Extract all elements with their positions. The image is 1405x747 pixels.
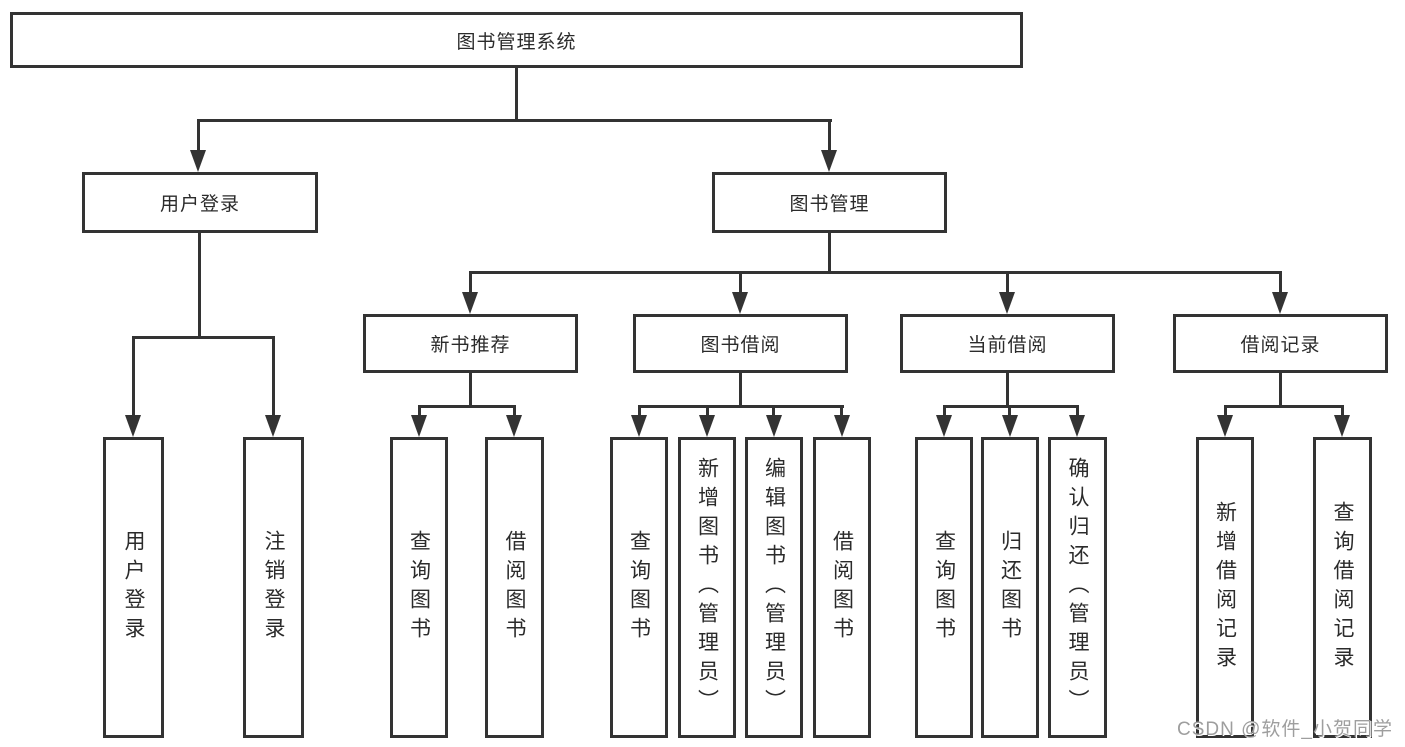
leaf-recommend-query-book: 查询图书 xyxy=(390,437,448,738)
leaf-borrowing-add-book-admin-label: 新增图书（管理员） xyxy=(695,457,719,718)
connector-hline xyxy=(132,336,275,339)
node-new-book-recommend: 新书推荐 xyxy=(363,314,578,373)
arrow-down-icon xyxy=(506,415,522,437)
arrow-down-icon xyxy=(631,415,647,437)
node-book-borrowing: 图书借阅 xyxy=(633,314,848,373)
leaf-borrowing-borrow-book: 借阅图书 xyxy=(813,437,871,738)
connector-vline xyxy=(1006,271,1009,294)
connector-vline xyxy=(828,119,831,152)
arrow-down-icon xyxy=(699,415,715,437)
arrow-down-icon xyxy=(936,415,952,437)
connector-vline xyxy=(198,233,201,338)
connector-vline xyxy=(638,405,641,417)
leaf-records-query-record-label: 查询借阅记录 xyxy=(1331,500,1354,675)
connector-hline xyxy=(197,119,832,122)
connector-vline xyxy=(469,373,472,407)
connector-vline xyxy=(1006,373,1009,407)
arrow-down-icon xyxy=(999,292,1015,314)
leaf-logout: 注销登录 xyxy=(243,437,304,738)
arrow-down-icon xyxy=(732,292,748,314)
leaf-borrowing-borrow-book-label: 借阅图书 xyxy=(830,529,854,646)
leaf-borrowing-query-book-label: 查询图书 xyxy=(627,529,651,646)
connector-hline xyxy=(1224,405,1344,408)
leaf-user-login: 用户登录 xyxy=(103,437,164,738)
connector-vline xyxy=(1279,373,1282,407)
connector-vline xyxy=(840,405,843,417)
watermark: CSDN @软件_小贺同学 xyxy=(1177,719,1393,740)
leaf-borrowing-add-book-admin: 新增图书（管理员） xyxy=(678,437,736,738)
arrow-down-icon xyxy=(125,415,141,437)
arrow-down-icon xyxy=(821,150,837,172)
leaf-records-add-record-label: 新增借阅记录 xyxy=(1213,500,1237,675)
connector-vline xyxy=(828,233,831,273)
connector-vline xyxy=(469,271,472,294)
arrow-down-icon xyxy=(766,415,782,437)
arrow-down-icon xyxy=(1272,292,1288,314)
leaf-borrowing-edit-book-admin-label: 编辑图书（管理员） xyxy=(762,457,786,718)
node-book-borrowing-label: 图书借阅 xyxy=(700,335,781,356)
connector-vline xyxy=(132,336,135,417)
connector-vline xyxy=(1076,405,1079,417)
connector-vline xyxy=(197,119,200,152)
leaf-records-add-record: 新增借阅记录 xyxy=(1196,437,1254,738)
leaf-current-confirm-return-admin-label: 确认归还（管理员） xyxy=(1066,457,1089,718)
leaf-current-query-book: 查询图书 xyxy=(915,437,973,738)
leaf-recommend-borrow-book-label: 借阅图书 xyxy=(503,529,526,646)
leaf-recommend-borrow-book: 借阅图书 xyxy=(485,437,544,738)
connector-hline xyxy=(943,405,1079,408)
connector-vline xyxy=(272,336,275,417)
arrow-down-icon xyxy=(462,292,478,314)
arrow-down-icon xyxy=(1069,415,1085,437)
node-root-system: 图书管理系统 xyxy=(10,12,1023,68)
connector-vline xyxy=(1279,271,1282,294)
leaf-user-login-label: 用户登录 xyxy=(122,529,145,646)
connector-vline xyxy=(1224,405,1227,417)
arrow-down-icon xyxy=(411,415,427,437)
leaf-borrowing-query-book: 查询图书 xyxy=(610,437,668,738)
arrow-down-icon xyxy=(1217,415,1233,437)
node-root-label: 图书管理系统 xyxy=(456,31,577,53)
leaf-records-query-record: 查询借阅记录 xyxy=(1313,437,1372,738)
leaf-current-confirm-return-admin: 确认归还（管理员） xyxy=(1048,437,1107,738)
arrow-down-icon xyxy=(834,415,850,437)
connector-hline xyxy=(638,405,844,408)
connector-vline xyxy=(513,405,516,417)
arrow-down-icon xyxy=(190,150,206,172)
connector-hline xyxy=(418,405,516,408)
connector-vline xyxy=(515,68,518,121)
node-current-borrowing-label: 当前借阅 xyxy=(967,335,1048,356)
node-book-management: 图书管理 xyxy=(712,172,947,233)
node-current-borrowing: 当前借阅 xyxy=(900,314,1115,373)
connector-vline xyxy=(943,405,946,417)
node-book-management-label: 图书管理 xyxy=(789,194,870,215)
leaf-current-return-book-label: 归还图书 xyxy=(998,529,1022,646)
connector-vline xyxy=(739,373,742,407)
node-borrow-records: 借阅记录 xyxy=(1173,314,1388,373)
leaf-current-return-book: 归还图书 xyxy=(981,437,1039,738)
arrow-down-icon xyxy=(265,415,281,437)
leaf-current-query-book-label: 查询图书 xyxy=(932,529,956,646)
node-user-login-label: 用户登录 xyxy=(159,194,240,215)
connector-vline xyxy=(1341,405,1344,417)
connector-vline xyxy=(1008,405,1011,417)
node-user-login: 用户登录 xyxy=(82,172,318,233)
leaf-logout-label: 注销登录 xyxy=(262,529,285,646)
connector-vline xyxy=(739,271,742,294)
connector-vline xyxy=(706,405,709,417)
connector-vline xyxy=(772,405,775,417)
node-new-book-recommend-label: 新书推荐 xyxy=(430,335,511,356)
leaf-recommend-query-book-label: 查询图书 xyxy=(407,529,431,646)
arrow-down-icon xyxy=(1334,415,1350,437)
node-borrow-records-label: 借阅记录 xyxy=(1240,335,1321,356)
leaf-borrowing-edit-book-admin: 编辑图书（管理员） xyxy=(745,437,803,738)
connector-hline xyxy=(469,271,1282,274)
connector-vline xyxy=(418,405,421,417)
arrow-down-icon xyxy=(1002,415,1018,437)
